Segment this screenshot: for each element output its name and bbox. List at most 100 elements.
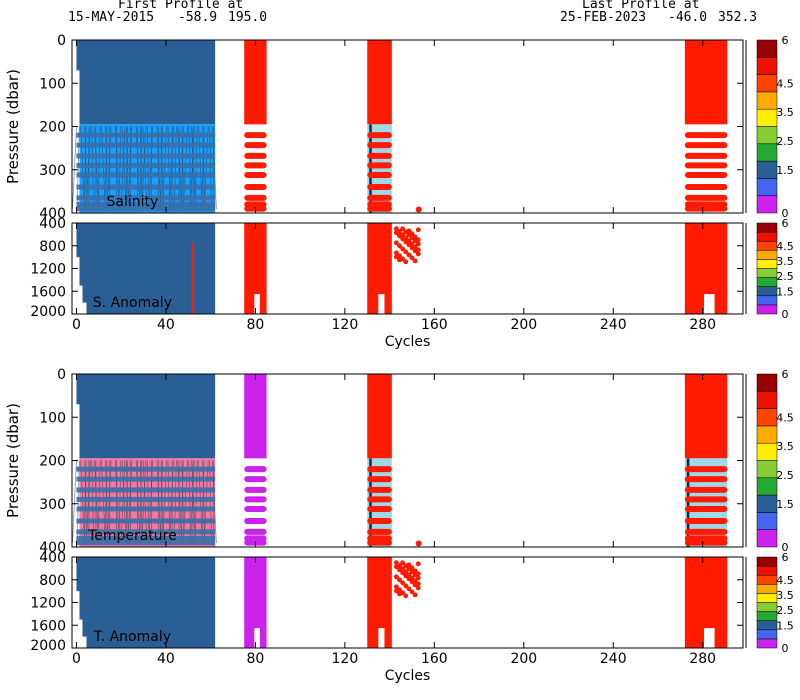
x-tick-label: 200 [510,317,537,333]
deep-qc-scatter-dot [400,246,405,252]
colorbar-tick-label: 0 [782,541,789,554]
deep-qc-gap [254,628,260,648]
y-tick-label: 800 [39,239,66,255]
qc-level-dot-row [367,528,392,535]
colorbar-swatch [756,222,778,233]
x-tick-label: 40 [157,317,175,333]
deep-qc-scatter-dot [406,252,412,258]
profile-level-band [76,184,216,190]
deep-qc-gap [703,294,715,314]
qc-level-dot-row [244,184,267,191]
colorbar-swatch [756,231,778,242]
deep-qc-scatter-dot [400,570,405,576]
colorbar-swatch [756,584,778,594]
qc-level-dot-row [367,171,392,178]
x-tick-label: 160 [421,651,448,667]
deep-qc-scatter-dot [403,593,409,599]
last-profile-lon: 352.3 [718,10,758,25]
deep-qc-scatter-dot [409,569,415,575]
deep-block-step [76,619,83,648]
colorbar-swatch [756,477,778,496]
deep-qc-scatter-dot [393,240,399,246]
colorbar-swatch [756,91,778,110]
colorbar-tick-label: 1.5 [776,498,794,511]
deep-qc-scatter-dot [406,232,412,238]
colorbar-swatch [756,442,778,461]
y-axis-label: Pressure (dbar) [4,69,22,184]
colorbar-swatch [756,286,778,297]
colorbar-tick-label: 6 [782,217,789,230]
deep-qc-scatter-dot [406,566,412,572]
profile-trace [72,460,77,544]
colorbar-swatch [756,195,778,214]
x-tick-label: 0 [72,317,81,333]
colorbar-swatch [756,494,778,513]
x-tick-label: 120 [332,651,359,667]
profile-level-band [76,518,216,524]
profile-level-band [76,535,216,541]
deep-qc-scatter-dot [403,259,409,265]
colorbar-tick-label: 0 [782,207,789,220]
colorbar-swatch [756,74,778,93]
qc-level-dot-row [367,152,392,159]
qc-level-dot-row [367,205,392,212]
y-tick-label: 400 [39,206,66,222]
deep-qc-scatter-dot [412,582,418,588]
colorbar-swatch [756,295,778,306]
profile-level-band [76,201,216,207]
deep-qc-scatter-dot [397,577,402,583]
x-tick-label: 40 [157,651,175,667]
qc-block-top [244,40,267,125]
colorbar-swatch [756,57,778,75]
deep-qc-scatter-dot [397,257,402,263]
qc-level-dot-row [244,528,267,535]
y-tick-label: 400 [39,216,66,232]
deep-qc-scatter-dot [415,227,421,233]
x-tick-label: 280 [689,651,716,667]
deep-qc-scatter-dot [400,560,405,566]
panel-label: T. Anomaly [93,629,171,645]
colorbar-swatch [756,620,778,631]
x-tick-label: 240 [600,651,627,667]
profile-level-band [76,162,216,168]
deep-qc-scatter-dot [393,588,399,594]
profile-block-fill [76,374,216,459]
deep-qc-block [244,223,267,314]
profile-level-band [76,466,216,472]
deep-qc-scatter-dot [412,248,418,254]
deep-qc-scatter-dot [393,250,399,256]
deep-qc-scatter-dot [403,249,409,255]
deep-qc-block [244,557,267,648]
x-tick-label: 160 [421,317,448,333]
y-tick-label: 2000 [30,638,66,654]
qc-level-dot-row [684,184,728,191]
qc-level-dot-row [367,466,392,473]
colorbar-tick-label: 6 [782,34,789,47]
qc-level-dot-row [367,496,392,503]
profile-block-gap [76,404,80,547]
last-profile-date: 25-FEB-2023 [560,10,647,25]
y-tick-label: 100 [39,76,66,92]
deep-qc-scatter-dot [400,236,405,242]
deep-qc-scatter-dot [412,258,418,264]
colorbar-swatch [756,39,778,58]
y-tick-label: 200 [39,120,66,136]
deep-qc-scatter-dot [403,563,409,569]
panel-lower-deep [76,557,728,648]
colorbar-swatch [756,574,778,585]
y-tick-label: 1600 [30,284,66,300]
qc-level-dot-row [684,142,728,149]
colorbar-swatch [756,391,778,409]
qc-level-dot-row [367,476,392,483]
qc-level-dot-row [684,162,728,169]
colorbar-swatch [756,593,778,603]
colorbar-tick-label: 3.5 [776,106,794,119]
panel-upper-deep [76,223,728,314]
y-tick-label: 400 [39,540,66,556]
colorbar-tick-label: 1.5 [776,164,794,177]
colorbar-swatch [756,250,778,260]
deep-qc-scatter-dot [393,226,399,232]
qc-level-dot-row [244,132,267,139]
deep-qc-scatter-dot [409,235,415,241]
colorbar [756,373,778,548]
